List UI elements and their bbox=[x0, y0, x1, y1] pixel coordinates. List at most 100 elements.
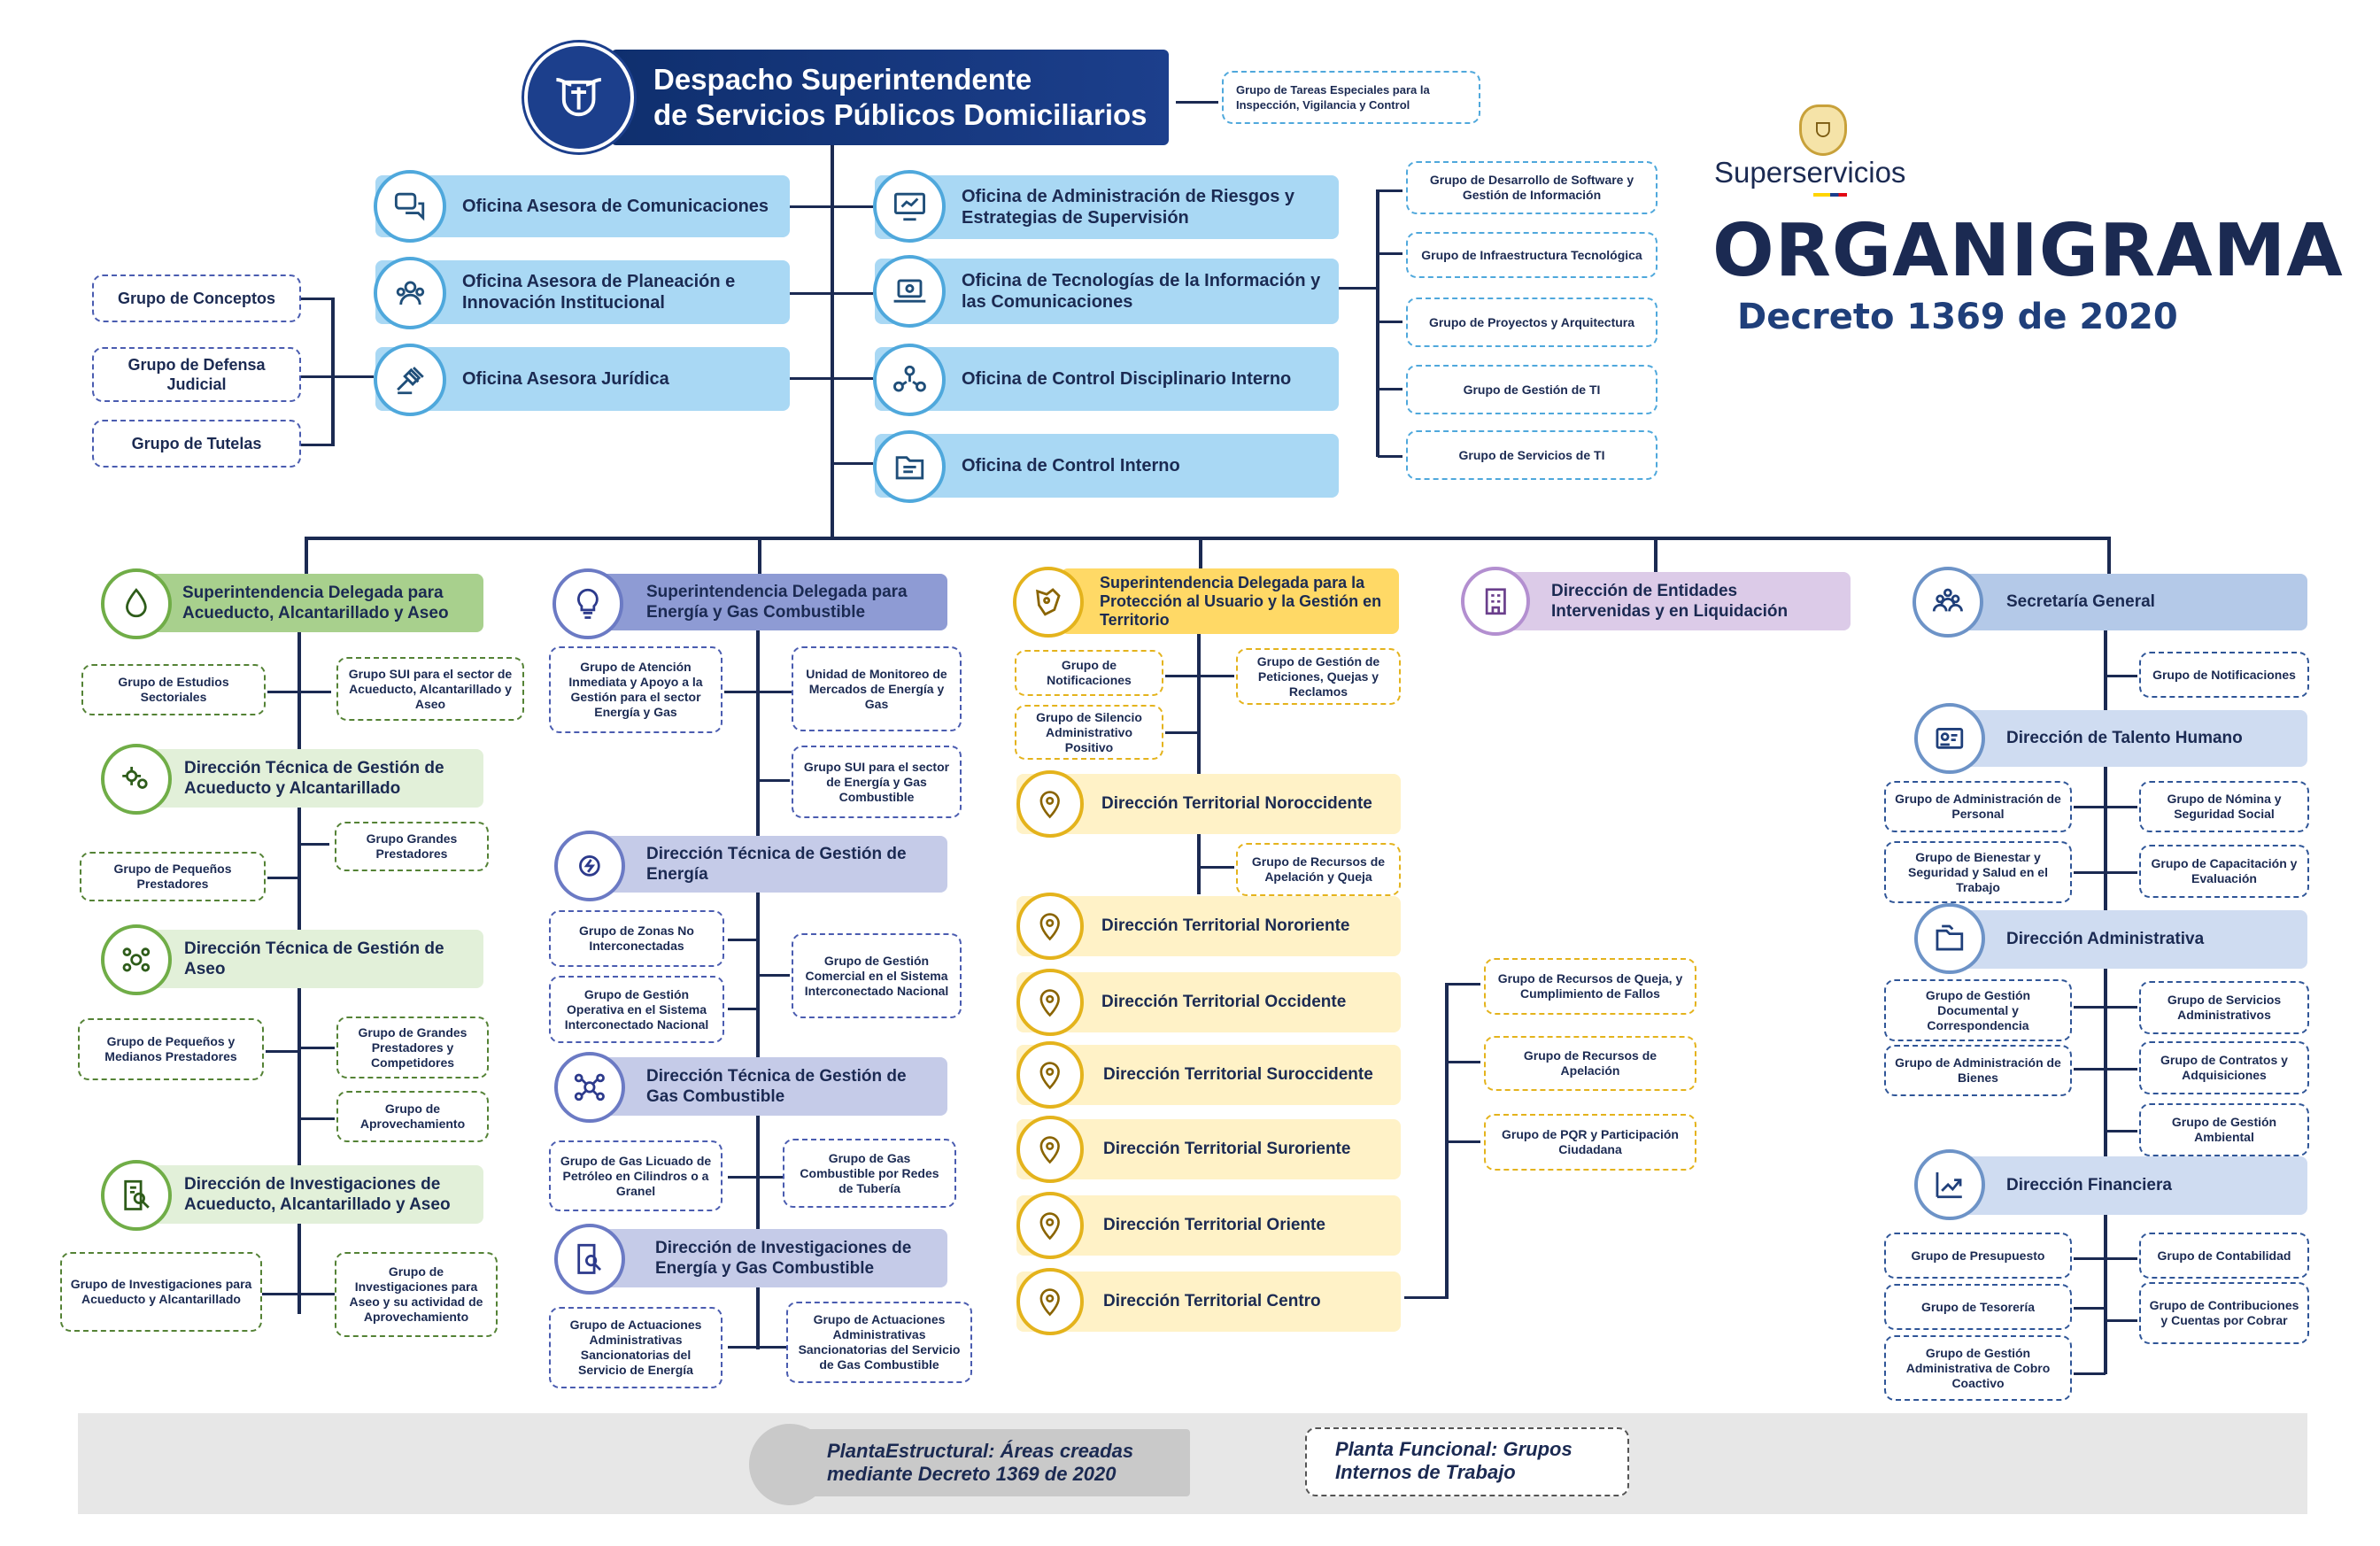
direccion-tecnica-gas: Dirección Técnica de Gestión de Gas Comb… bbox=[595, 1057, 947, 1116]
grupo-conceptos: Grupo de Conceptos bbox=[92, 274, 301, 322]
grupo-estudios-sectoriales: Grupo de Estudios Sectoriales bbox=[81, 664, 266, 715]
team-icon bbox=[1912, 567, 1983, 638]
direccion-investigaciones-energia: Dirección de Investigaciones de Energía … bbox=[595, 1229, 947, 1287]
grupo-nomina: Grupo de Nómina y Seguridad Social bbox=[2139, 781, 2309, 832]
grupo-pequenos-prestadores: Grupo de Pequeños Prestadores bbox=[80, 852, 266, 901]
chat-bubbles-icon bbox=[374, 170, 446, 243]
grupo-capacitacion: Grupo de Capacitación y Evaluación bbox=[2139, 845, 2309, 898]
gear-bolt-icon bbox=[554, 831, 625, 901]
grupo-sui-acueducto: Grupo SUI para el sector de Acueducto, A… bbox=[336, 657, 524, 721]
superservicios-logo: Superservicios bbox=[1714, 104, 1927, 202]
grupo-gas-licuado: Grupo de Gas Licuado de Petróleo en Cili… bbox=[549, 1140, 722, 1211]
grupo-administracion-personal: Grupo de Administración de Personal bbox=[1884, 781, 2072, 832]
folders-icon bbox=[1914, 903, 1985, 974]
direccion-tecnica-aseo: Dirección Técnica de Gestión de Aseo bbox=[142, 930, 483, 988]
grupo-proyectos-arquitectura: Grupo de Proyectos y Arquitectura bbox=[1406, 298, 1658, 347]
delegada-acueducto: Superintendencia Delegada para Acueducto… bbox=[131, 574, 483, 632]
gears-icon bbox=[101, 744, 172, 815]
location-pin-icon bbox=[1016, 1041, 1084, 1109]
direccion-financiera: Dirección Financiera bbox=[1943, 1156, 2307, 1215]
gas-network-icon bbox=[554, 1052, 625, 1123]
grupo-silencio-administrativo: Grupo de Silencio Administrativo Positiv… bbox=[1015, 705, 1163, 760]
grupo-grandes-competidores: Grupo de Grandes Prestadores y Competido… bbox=[336, 1016, 489, 1078]
grupo-servicios-ti: Grupo de Servicios de TI bbox=[1406, 430, 1658, 480]
brand-name: Superservicios bbox=[1714, 156, 1906, 189]
direccion-tecnica-energia: Dirección Técnica de Gestión de Energía bbox=[595, 836, 947, 893]
legend-estructural: PlantaEstructural: Áreas creadas mediant… bbox=[788, 1429, 1190, 1496]
direccion-investigaciones-acueducto: Dirección de Investigaciones de Acueduct… bbox=[142, 1165, 483, 1224]
location-pin-icon bbox=[1016, 1192, 1084, 1259]
delegada-energia: Superintendencia Delegada para Energía y… bbox=[595, 574, 947, 630]
grupo-cobro-coactivo: Grupo de Gestión Administrativa de Cobro… bbox=[1884, 1335, 2072, 1401]
grupo-notificaciones-sg: Grupo de Notificaciones bbox=[2139, 652, 2309, 698]
grupo-contribuciones: Grupo de Contribuciones y Cuentas por Co… bbox=[2139, 1282, 2309, 1344]
grupo-pequenos-medianos: Grupo de Pequeños y Medianos Prestadores bbox=[78, 1018, 264, 1080]
building-icon bbox=[1461, 567, 1530, 636]
grupo-servicios-administrativos: Grupo de Servicios Administrativos bbox=[2139, 981, 2309, 1034]
direccion-administrativa: Dirección Administrativa bbox=[1943, 910, 2307, 969]
grupo-sui-energia: Grupo SUI para el sector de Energía y Ga… bbox=[792, 746, 962, 818]
grupo-actuaciones-gas: Grupo de Actuaciones Administrativas San… bbox=[786, 1302, 972, 1383]
grupo-defensa-judicial: Grupo de Defensa Judicial bbox=[92, 347, 301, 402]
grupo-gestion-comercial: Grupo de Gestión Comercial en el Sistema… bbox=[792, 933, 962, 1018]
grupo-contabilidad: Grupo de Contabilidad bbox=[2139, 1233, 2309, 1279]
grupo-zonas-no-interconectadas: Grupo de Zonas No Interconectadas bbox=[549, 910, 724, 967]
grupo-investigaciones-acueducto: Grupo de Investigaciones para Acueducto … bbox=[60, 1252, 262, 1332]
delegada-usuario: Superintendencia Delegada para la Protec… bbox=[1061, 568, 1399, 634]
territorial-suroccidente: Dirección Territorial Suroccidente bbox=[1016, 1045, 1401, 1105]
recycle-people-icon bbox=[101, 924, 172, 995]
document-search-icon bbox=[101, 1160, 172, 1231]
energy-bulb-icon bbox=[552, 568, 623, 639]
grupo-actuaciones-energia: Grupo de Actuaciones Administrativas San… bbox=[549, 1307, 722, 1388]
grupo-gestion-documental: Grupo de Gestión Documental y Correspond… bbox=[1884, 979, 2072, 1041]
page-title: ORGANIGRAMA bbox=[1712, 209, 2344, 293]
people-network-icon bbox=[873, 344, 946, 416]
legend-bar bbox=[78, 1413, 2307, 1514]
despacho-line2: de Servicios Públicos Domiciliarios bbox=[653, 98, 1148, 131]
growth-chart-icon bbox=[1914, 1149, 1985, 1220]
grupo-atencion-inmediata: Grupo de Atención Inmediata y Apoyo a la… bbox=[549, 646, 722, 733]
grupo-contratos: Grupo de Contratos y Adquisiciones bbox=[2139, 1041, 2309, 1094]
search-document-icon bbox=[554, 1224, 625, 1295]
grupo-gestion-operativa: Grupo de Gestión Operativa en el Sistema… bbox=[549, 976, 724, 1043]
oficina-tic: Oficina de Tecnologías de la Información… bbox=[875, 259, 1339, 324]
location-pin-icon bbox=[1016, 770, 1084, 838]
water-drop-icon bbox=[101, 568, 172, 639]
direccion-tecnica-acueducto: Dirección Técnica de Gestión de Acueduct… bbox=[142, 749, 483, 808]
page-subtitle: Decreto 1369 de 2020 bbox=[1737, 297, 2178, 337]
location-pin-icon bbox=[1016, 893, 1084, 960]
location-pin-icon bbox=[1016, 1268, 1084, 1335]
oficina-control-disciplinario: Oficina de Control Disciplinario Interno bbox=[875, 347, 1339, 411]
grupo-administracion-bienes: Grupo de Administración de Bienes bbox=[1884, 1045, 2072, 1096]
grupo-recursos-apelacion: Grupo de Recursos de Apelación bbox=[1484, 1036, 1696, 1091]
grupo-infraestructura: Grupo de Infraestructura Tecnológica bbox=[1406, 232, 1658, 278]
grupo-peticiones-quejas: Grupo de Gestión de Peticiones, Quejas y… bbox=[1236, 648, 1401, 705]
secretaria-general: Secretaría General bbox=[1943, 574, 2307, 630]
grupo-recursos-queja-fallos: Grupo de Recursos de Queja, y Cumplimien… bbox=[1484, 958, 1696, 1015]
location-pin-icon bbox=[1016, 969, 1084, 1036]
map-pin-icon bbox=[1013, 567, 1084, 638]
folder-document-icon bbox=[873, 430, 946, 503]
grupo-desarrollo-software: Grupo de Desarrollo de Software y Gestió… bbox=[1406, 161, 1658, 214]
grupo-gas-redes: Grupo de Gas Combustible por Redes de Tu… bbox=[783, 1139, 956, 1208]
despacho-line1: Despacho Superintendente bbox=[653, 63, 1032, 96]
laptop-gear-icon bbox=[873, 255, 946, 328]
grupo-aprovechamiento: Grupo de Aprovechamiento bbox=[336, 1091, 489, 1142]
grupo-pqr-participacion: Grupo de PQR y Participación Ciudadana bbox=[1484, 1114, 1696, 1171]
grupo-bienestar: Grupo de Bienestar y Seguridad y Salud e… bbox=[1884, 841, 2072, 903]
grupo-tesoreria: Grupo de Tesorería bbox=[1884, 1284, 2072, 1330]
grupo-notificaciones-usuario: Grupo de Notificaciones bbox=[1015, 650, 1163, 696]
despacho-superintendente-box: Despacho Superintendente de Servicios Pú… bbox=[611, 50, 1169, 145]
oficina-riesgos: Oficina de Administración de Riesgos y E… bbox=[875, 175, 1339, 239]
oficina-planeacion: Oficina Asesora de Planeación e Innovaci… bbox=[375, 260, 790, 324]
oficina-control-interno: Oficina de Control Interno bbox=[875, 434, 1339, 498]
strategy-board-icon bbox=[873, 170, 946, 243]
direccion-entidades-intervenidas: Dirección de Entidades Intervenidas y en… bbox=[1484, 572, 1851, 630]
grupo-gestion-ambiental: Grupo de Gestión Ambiental bbox=[2139, 1103, 2309, 1156]
grupo-tutelas: Grupo de Tutelas bbox=[92, 420, 301, 468]
direccion-talento-humano: Dirección de Talento Humano bbox=[1943, 710, 2307, 767]
coat-of-arms-icon bbox=[524, 43, 634, 152]
id-card-icon bbox=[1914, 703, 1985, 774]
legend-funcional: Planta Funcional: Grupos Internos de Tra… bbox=[1305, 1427, 1629, 1496]
